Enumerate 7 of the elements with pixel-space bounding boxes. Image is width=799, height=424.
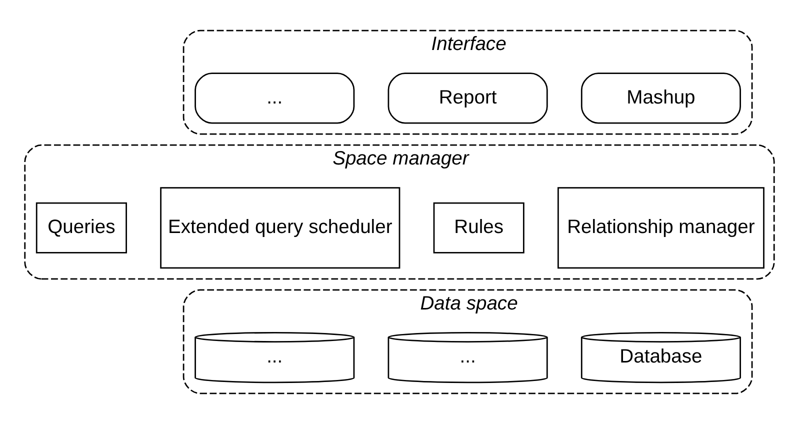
- node-box: ...: [194, 72, 355, 124]
- node-box: Extended query scheduler: [160, 187, 400, 269]
- node-box: Report: [388, 72, 548, 124]
- node-box: Relationship manager: [557, 187, 764, 269]
- node-box: Queries: [36, 202, 127, 254]
- node-box: Mashup: [580, 72, 741, 124]
- node-box: Rules: [433, 202, 524, 254]
